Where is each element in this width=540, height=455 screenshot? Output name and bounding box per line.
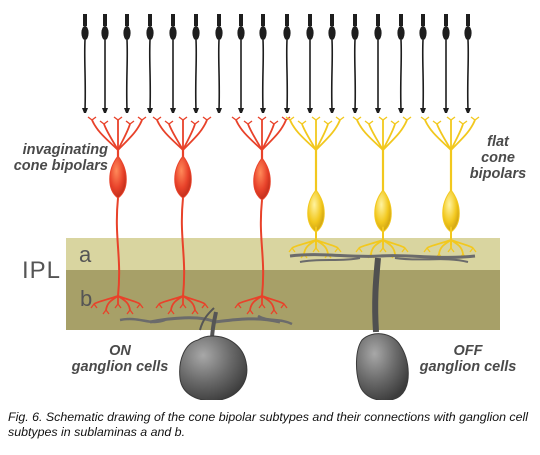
on-ganglion-cell [119, 307, 293, 400]
invaginating-cone-bipolar [231, 116, 291, 315]
flat-cone-bipolar [285, 116, 345, 259]
cone-photoreceptor [101, 14, 109, 113]
cone-photoreceptor [351, 14, 359, 113]
sublamina-a-label: a [79, 242, 92, 267]
on-label-line-1: ON [109, 343, 131, 359]
off-label-line-2: ganglion cells [419, 359, 517, 375]
flat-label-line-3: bipolars [469, 166, 527, 182]
sublamina-b-label: b [80, 286, 93, 311]
cone-photoreceptor [419, 14, 427, 113]
cone-photoreceptor [237, 14, 245, 113]
cone-photoreceptor [328, 14, 336, 113]
cone-photoreceptor [192, 14, 200, 113]
cone-photoreceptor [146, 14, 154, 113]
on-ganglion-cells-label: ON ganglion cells [60, 343, 180, 375]
cone-photoreceptor [123, 14, 131, 113]
flat-label-line-1: flat [487, 134, 509, 150]
cone-photoreceptor [259, 14, 267, 113]
ipl-label: IPL [22, 257, 62, 284]
figure-caption: Fig. 6. Schematic drawing of the cone bi… [8, 410, 529, 439]
flat-cone-bipolars-label: flat cone bipolars [463, 134, 533, 182]
invaginating-cone-bipolar [152, 116, 212, 315]
cone-photoreceptor [169, 14, 177, 113]
cone-photoreceptor [215, 14, 223, 113]
invaginating-label-line-1: invaginating [22, 142, 108, 158]
off-label-line-1: OFF [453, 343, 483, 359]
cone-photoreceptor [397, 14, 405, 113]
cone-photoreceptor [374, 14, 382, 113]
invaginating-cone-bipolar [87, 116, 147, 315]
flat-cone-bipolar [352, 116, 412, 259]
cone-photoreceptors [81, 14, 472, 113]
invaginating-cone-bipolars-label: invaginating cone bipolars [8, 142, 108, 174]
off-ganglion-cell [289, 253, 476, 400]
off-ganglion-cells-label: OFF ganglion cells [408, 343, 528, 375]
flat-label-line-2: cone [481, 150, 515, 166]
on-label-line-2: ganglion cells [71, 359, 169, 375]
cone-photoreceptor [283, 14, 291, 113]
invaginating-label-line-2: cone bipolars [13, 158, 108, 174]
cone-photoreceptor [464, 14, 472, 113]
sublamina-a-band [66, 238, 500, 270]
flat-cone-bipolar [420, 116, 480, 259]
retina-diagram [66, 14, 500, 400]
cone-photoreceptor [81, 14, 89, 113]
cone-photoreceptor [442, 14, 450, 113]
cone-photoreceptor [306, 14, 314, 113]
